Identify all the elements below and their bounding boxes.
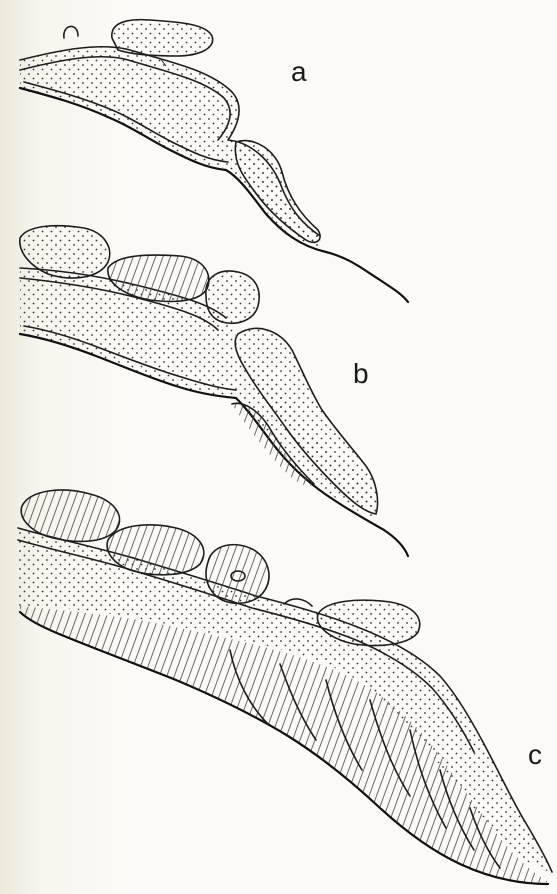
panel-a-top-lobe [112,20,213,56]
panel-label-b: b [353,360,369,388]
panel-c-drawing [18,490,552,884]
panel-label-a: a [291,58,307,86]
panel-label-c: c [528,741,542,769]
